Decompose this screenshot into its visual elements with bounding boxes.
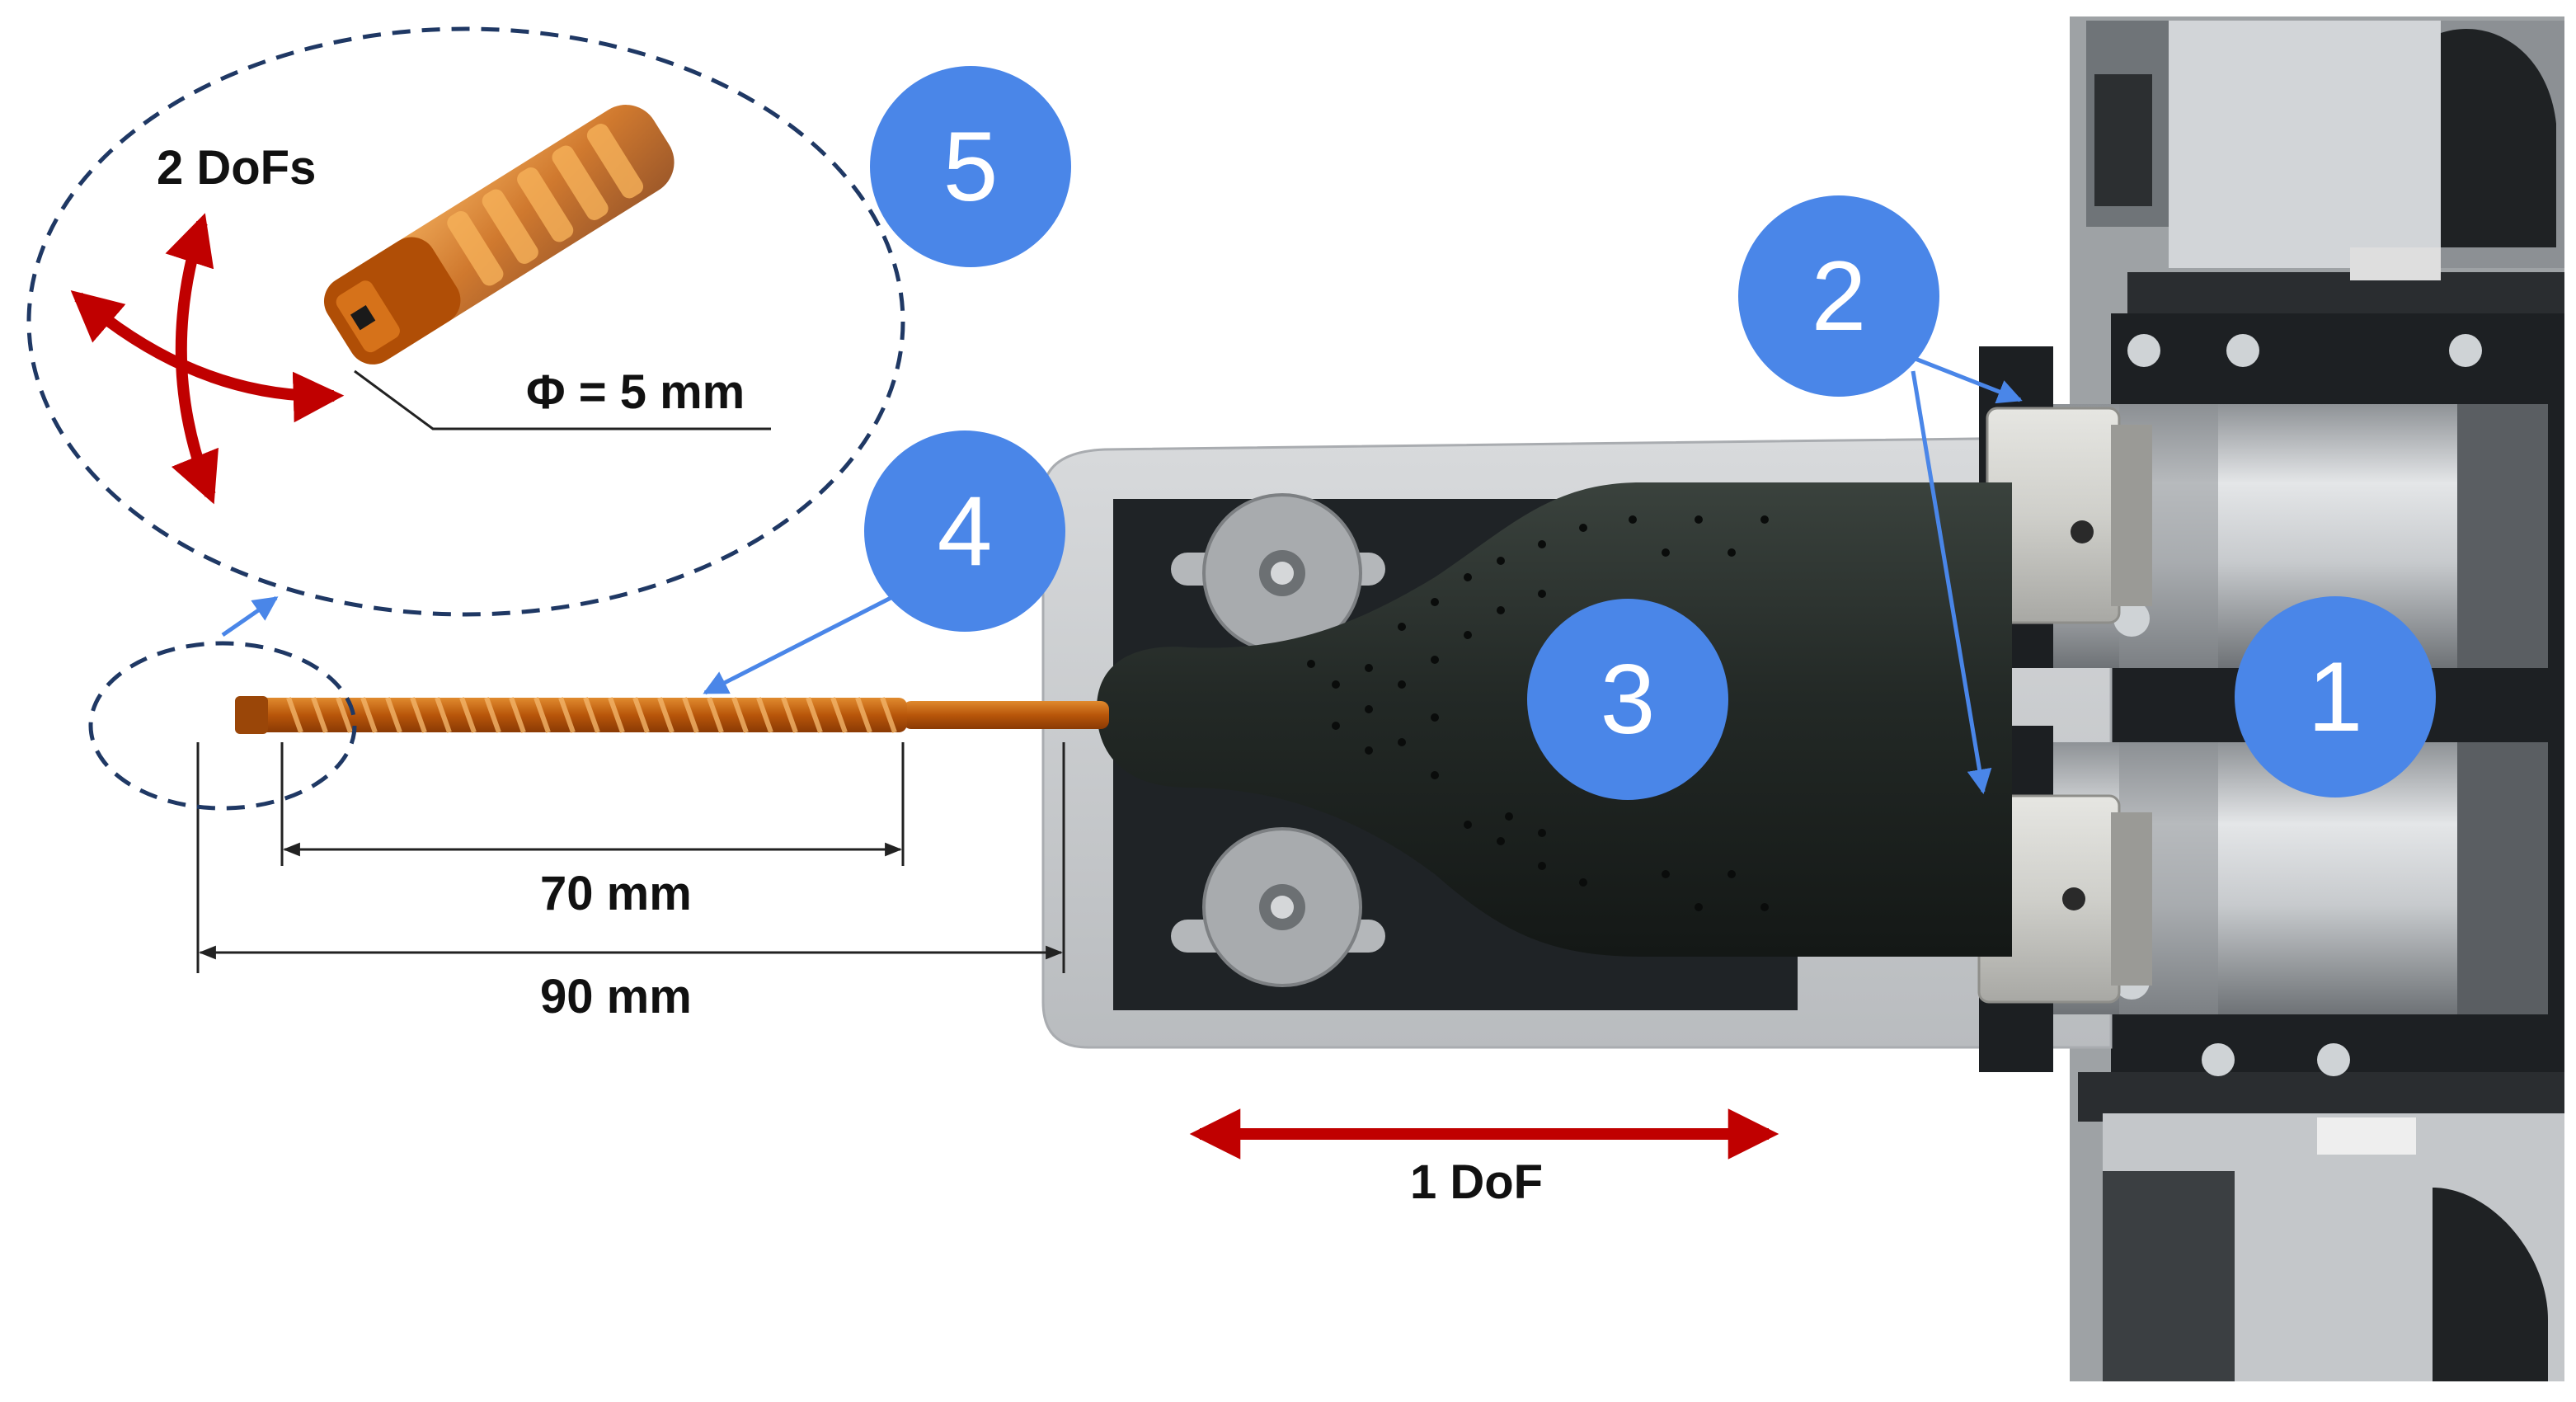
magnifier-ellipses <box>26 26 905 811</box>
catheter-bend-segments <box>286 696 897 734</box>
tip-dof-arrow-horizontal <box>70 289 345 423</box>
pointer-2b <box>1911 370 1992 794</box>
pointer-arrows <box>703 352 2023 794</box>
tip-dof-arrows <box>70 213 345 505</box>
catheter <box>235 696 1109 734</box>
length-90-label: 90 mm <box>540 970 692 1023</box>
pointer-4 <box>703 591 900 695</box>
tip-highlight-ellipse <box>88 641 357 811</box>
zoomed-tip-image <box>264 99 726 379</box>
dimension-lines <box>196 742 1065 973</box>
linear-dof-label: 1 DoF <box>1410 1155 1544 1209</box>
diameter-leader <box>354 369 771 430</box>
pointer-2a <box>1904 352 2023 404</box>
callout-4: 4 <box>864 430 1065 632</box>
callout-5: 5 <box>870 66 1071 267</box>
diameter-label: Φ = 5 mm <box>526 365 745 419</box>
tip-dof-arrow-vertical <box>165 213 219 505</box>
tip-zoom-ellipse <box>26 26 905 617</box>
callout-1: 1 <box>2235 596 2436 797</box>
length-70-label: 70 mm <box>540 867 692 920</box>
handle-vent-holes <box>1307 515 1769 911</box>
zoom-pointer <box>221 595 279 637</box>
callout-3: 3 <box>1527 599 1728 800</box>
callout-2: 2 <box>1738 195 1939 397</box>
coupler-upper <box>1986 407 2152 624</box>
tip-dofs-label: 2 DoFs <box>157 141 317 195</box>
coupler-lower <box>1977 794 2152 1004</box>
